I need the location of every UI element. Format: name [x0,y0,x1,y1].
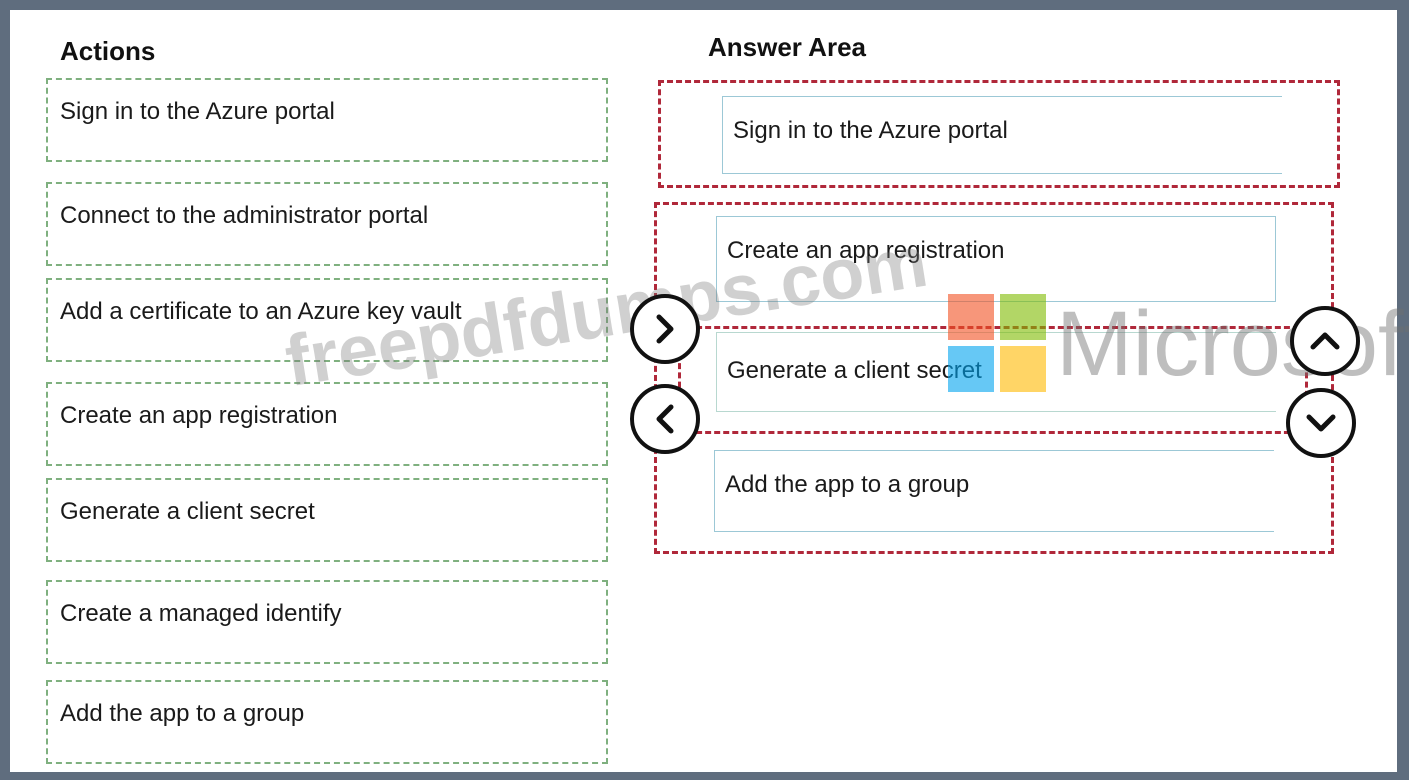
answer-item[interactable]: Add the app to a group [714,450,1274,532]
action-label: Sign in to the Azure portal [60,98,335,125]
action-label: Generate a client secret [60,498,315,525]
actions-heading: Actions [60,36,156,66]
move-right-button[interactable] [630,294,700,364]
action-label: Connect to the administrator portal [60,202,429,229]
action-item[interactable]: Generate a client secret [46,478,608,562]
action-item[interactable]: Sign in to the Azure portal [46,78,608,162]
answer-item[interactable]: Generate a client secret [716,332,1276,412]
action-item[interactable]: Connect to the administrator portal [46,182,608,266]
move-down-button[interactable] [1286,388,1356,458]
move-up-button[interactable] [1290,306,1360,376]
answer-label: Sign in to the Azure portal [733,117,1008,144]
action-item[interactable]: Create a managed identify [46,580,608,664]
exam-question-panel: Actions Answer Area Sign in to the Azure… [10,10,1409,772]
chevron-left-icon [656,404,674,434]
answer-item[interactable]: Sign in to the Azure portal [722,96,1282,174]
action-item[interactable]: Add the app to a group [46,680,608,764]
chevron-right-icon [656,314,674,344]
answer-label: Add the app to a group [725,471,970,498]
action-label: Add a certificate to an Azure key vault [60,298,462,325]
chevron-down-icon [1306,414,1336,432]
action-label: Create a managed identify [60,600,342,627]
answer-item[interactable]: Create an app registration [716,216,1276,302]
action-item[interactable]: Add a certificate to an Azure key vault [46,278,608,362]
action-label: Create an app registration [60,402,338,429]
action-item[interactable]: Create an app registration [46,382,608,466]
answer-label: Create an app registration [727,237,1005,264]
answer-dropzone[interactable] [654,202,1334,554]
action-label: Add the app to a group [60,700,305,727]
move-left-button[interactable] [630,384,700,454]
answer-label: Generate a client secret [727,357,982,384]
answer-dropzone[interactable] [658,80,1340,188]
chevron-up-icon [1310,332,1340,350]
answer-area-heading: Answer Area [708,32,866,62]
